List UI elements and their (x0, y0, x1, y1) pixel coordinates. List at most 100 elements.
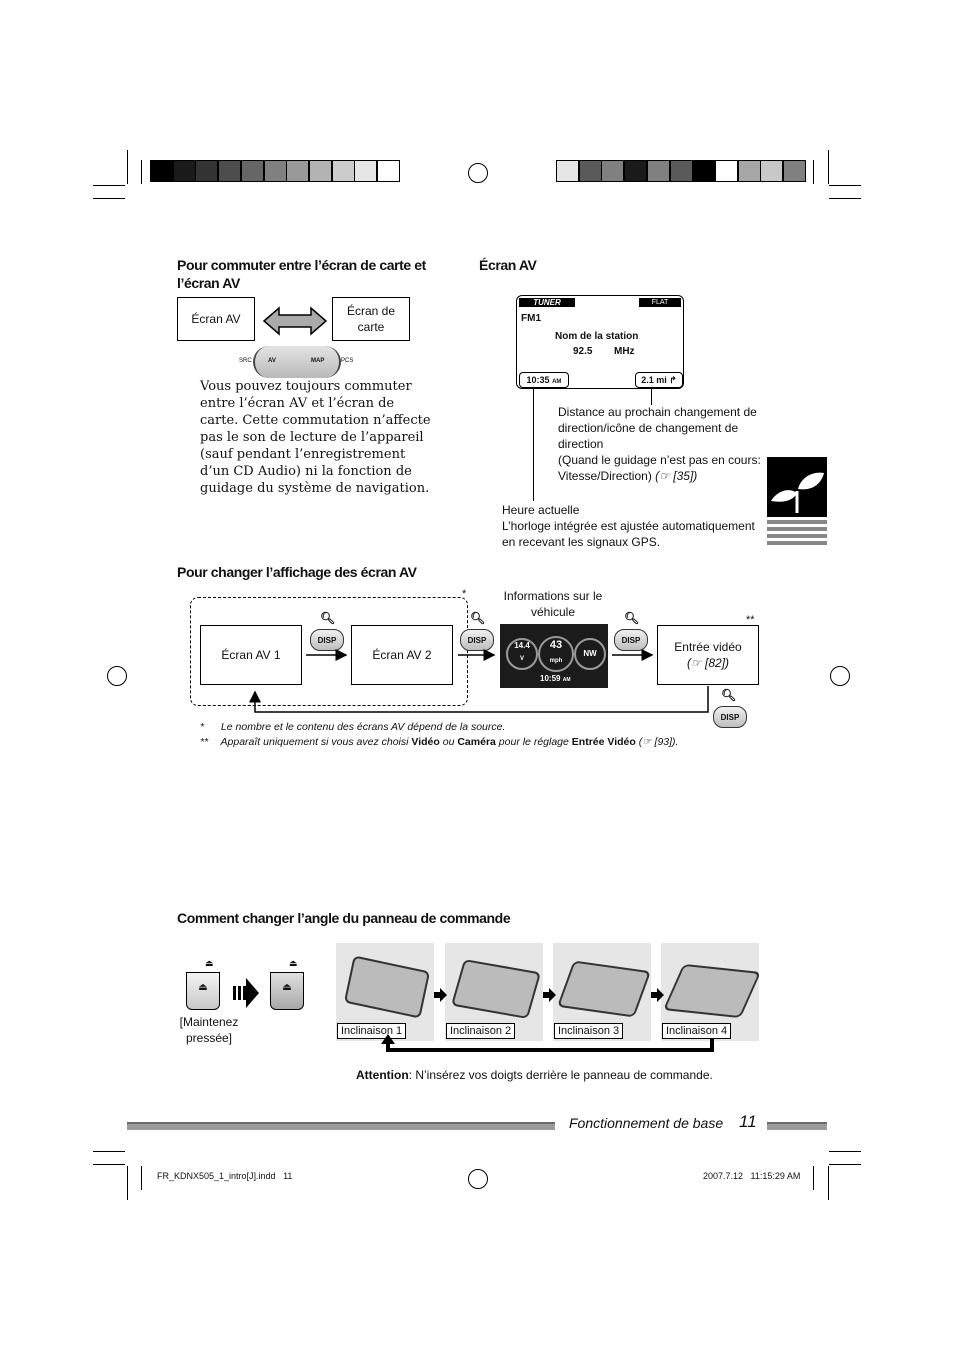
eject-button-after: ⏏ (270, 972, 304, 1010)
clock-suffix: AM (552, 379, 562, 385)
registration-mark-icon (468, 163, 488, 183)
color-swatch (195, 160, 219, 182)
crop-mark (829, 198, 861, 199)
crop-mark (829, 1164, 861, 1165)
color-swatch (669, 160, 693, 182)
page-number: 11 (739, 1112, 757, 1131)
crop-mark (829, 1151, 861, 1152)
box-ecran-av: Écran AV (177, 297, 255, 341)
color-swatch (218, 160, 242, 182)
hold-label: [Maintenez pressée] (179, 1015, 239, 1045)
color-swatch (263, 160, 287, 182)
entree-video-label: Entrée vidéo (674, 640, 742, 654)
band-label: FM1 (521, 313, 541, 324)
footnote-double-star: ** (746, 614, 755, 626)
footer-section-name: Fonctionnement de base (569, 1115, 724, 1131)
crop-mark (829, 185, 861, 186)
footer-bar-right (767, 1122, 827, 1130)
footnote-2-ou: ou (442, 736, 455, 748)
crop-mark (141, 160, 142, 184)
eject-icon: ⏏ (198, 982, 208, 993)
color-swatch (714, 160, 738, 182)
speed-unit: mph (549, 658, 563, 664)
footnote-2-text-a: Apparaît uniquement si vous avez choisi (220, 736, 409, 748)
crop-mark (93, 1151, 125, 1152)
source-badge: TUNER (519, 298, 575, 307)
entree-video-ref: (☞ [82]) (686, 656, 730, 670)
dashed-group (190, 597, 468, 706)
vehicle-clock: 10:59 AM (540, 674, 570, 683)
tilt-label-4: Inclinaison 4 (662, 1023, 732, 1039)
tilt-arrows (381, 988, 714, 1052)
crop-mark (93, 185, 125, 186)
clock-value: 10:35 (526, 375, 550, 385)
double-arrow-icon (262, 306, 328, 336)
tilt-label-3: Inclinaison 3 (554, 1023, 624, 1039)
vehicle-info-label: Informations sur le véhicule (503, 589, 603, 619)
gauge-speed: 43 mph (538, 636, 574, 672)
station-name: Nom de la station (555, 331, 639, 342)
section-title-map-av: Pour commuter entre l’écran de carte et … (177, 257, 426, 291)
frequency: 92.5 (573, 346, 593, 357)
color-swatch (760, 160, 784, 182)
attention-note: Attention: N’insérez vos doigts derrière… (356, 1068, 713, 1082)
knob-label-pcs: PCS (341, 358, 354, 364)
color-swatch (331, 160, 355, 182)
color-swatch (354, 160, 378, 182)
distance-pill: 2.1 mi ↱ (635, 372, 683, 388)
footnote-star: * (462, 588, 467, 600)
color-swatch (240, 160, 264, 182)
eq-badge: FLAT (639, 298, 681, 307)
disp-button[interactable]: DISP (460, 629, 494, 651)
file-name: FR_KDNX505_1_intro[J].indd 11 (157, 1171, 293, 1181)
eject-button-before: ⏏ (186, 972, 220, 1010)
callout-line (533, 389, 534, 501)
footnote-2-entree: Entrée Vidéo (571, 736, 636, 748)
box-ecran-carte: Écran de carte (332, 297, 410, 341)
callout-clock-title: Heure actuelle (502, 503, 580, 517)
registration-mark-icon (830, 666, 850, 686)
magnifier-icon: 🔍︎ (320, 611, 336, 625)
direction-value: NW (583, 649, 597, 658)
magnifier-icon: 🔍︎ (470, 611, 486, 625)
crop-mark (813, 160, 814, 184)
print-timestamp: 2007.7.12 11:15:29 AM (703, 1171, 801, 1181)
tab-stripe (767, 520, 827, 524)
eject-icon: ⏏ (282, 982, 292, 993)
callout-distance-text: Distance au prochain changement de direc… (558, 405, 757, 451)
volt-value: 14.4 (514, 641, 530, 650)
registration-mark-icon (468, 1169, 488, 1189)
color-swatch (783, 160, 806, 182)
disp-button[interactable]: DISP (614, 629, 648, 651)
crop-mark (813, 1166, 814, 1190)
footnote-2-text-b: pour le réglage (498, 736, 569, 748)
color-swatch (646, 160, 670, 182)
disp-button[interactable]: DISP (310, 629, 344, 651)
tab-stripe (767, 527, 827, 531)
crop-mark (141, 1166, 142, 1190)
callout-clock: Heure actuelle L’horloge intégrée est aj… (502, 502, 764, 550)
crop-mark (828, 150, 829, 184)
box-entree-video: Entrée vidéo (☞ [82]) (657, 625, 759, 685)
color-swatch (624, 160, 648, 182)
color-swatch (737, 160, 761, 182)
crop-mark (93, 1164, 125, 1165)
crop-mark (127, 1166, 128, 1200)
color-swatch (601, 160, 625, 182)
callout-distance-note: (Quand le guidage n’est pas en cours: Vi… (558, 453, 761, 483)
hold-arrow-icon (233, 978, 259, 1008)
color-swatch (308, 160, 332, 182)
flow-arrows (249, 649, 709, 713)
tilt-label-1: Inclinaison 1 (337, 1023, 407, 1039)
vehicle-clock-value: 10:59 (540, 674, 561, 683)
callout-clock-text: L’horloge intégrée est ajustée automatiq… (502, 519, 755, 549)
knob-label-map: MAP (311, 358, 325, 364)
color-swatch (377, 160, 400, 182)
disp-button[interactable]: DISP (713, 706, 747, 728)
callout-line (651, 389, 652, 405)
footnote-1-mark: * (200, 721, 205, 733)
registration-mark-icon (107, 666, 127, 686)
section-title-angle-panneau: Comment changer l’angle du panneau de co… (177, 910, 511, 926)
callout-distance-ref: (☞ [35]) (655, 469, 698, 483)
magnifier-icon: 🔍︎ (624, 611, 640, 625)
